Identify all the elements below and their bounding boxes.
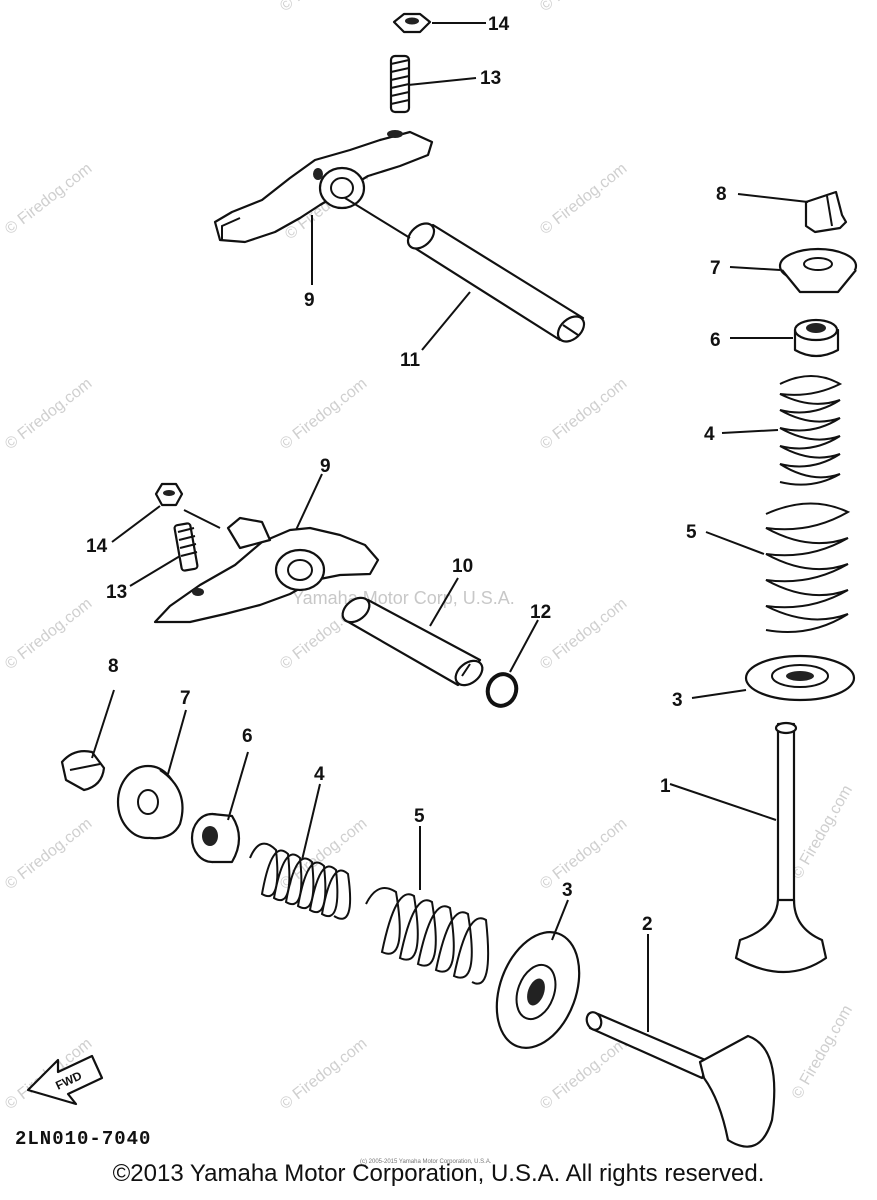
leader-line	[295, 473, 323, 531]
watermark-text: © Firedog.com	[537, 815, 630, 893]
callout-8-left: 8	[108, 656, 119, 677]
callout-1: 1	[660, 776, 671, 797]
watermark-text: © Firedog.com	[2, 160, 95, 238]
callout-4-right: 4	[704, 424, 715, 445]
lower-valve-stack	[60, 689, 776, 1148]
callout-3-right: 3	[672, 690, 683, 711]
center-watermark: Yamaha Motor Corp, U.S.A.	[292, 588, 515, 608]
outer-spring-left-icon	[365, 887, 490, 985]
callout-labels: 14 13 9 11 8 7 6 4 5 3 1 9 14 13 10 12 8…	[86, 14, 727, 935]
rocker-arm-lower-icon	[153, 516, 380, 624]
callout-13-lower: 13	[106, 582, 127, 603]
callout-6-right: 6	[710, 330, 721, 351]
nut-lower-icon	[154, 482, 184, 507]
callout-4-left: 4	[314, 764, 325, 785]
leader-line	[111, 505, 161, 543]
leader-line	[691, 689, 747, 699]
callout-9-upper: 9	[304, 290, 315, 311]
callout-8-right: 8	[716, 184, 727, 205]
rocker-shaft-upper-icon	[406, 222, 586, 343]
watermark-text: © Firedog.com	[537, 1035, 630, 1113]
callout-2: 2	[642, 914, 653, 935]
leader-line	[721, 429, 779, 434]
leader-line	[183, 509, 221, 529]
diagram-code: 2LN010-7040	[15, 1128, 152, 1150]
adjusting-screw-upper-icon	[389, 54, 411, 114]
nut-upper-icon	[392, 12, 432, 34]
spring-seat-right-icon	[744, 654, 856, 702]
spring-retainer-left-icon	[116, 764, 184, 840]
valve-cotter-right-icon	[804, 190, 848, 234]
leader-line	[737, 193, 809, 203]
valve-cotter-left-icon	[60, 750, 106, 792]
callout-13-upper: 13	[480, 68, 501, 89]
callout-11: 11	[400, 350, 421, 371]
right-valve-stack	[669, 190, 858, 973]
o-ring-icon	[485, 672, 519, 708]
leader-line	[669, 783, 777, 821]
adjusting-screw-lower-icon	[173, 522, 199, 572]
callout-12: 12	[530, 602, 551, 623]
leader-line	[91, 689, 115, 759]
leader-line	[301, 783, 321, 861]
rocker-arm-upper-icon	[213, 130, 434, 244]
watermark-text: © Firedog.com	[277, 1035, 370, 1113]
leader-line	[227, 751, 249, 821]
leader-line	[407, 77, 477, 86]
leader-line	[167, 709, 187, 775]
leader-line	[344, 197, 411, 239]
watermark-text: © Firedog.com	[537, 0, 630, 15]
callout-5-right: 5	[686, 522, 697, 543]
watermark-text: © Firedog.com	[2, 595, 95, 673]
watermark-text: © Firedog.com	[537, 375, 630, 453]
leader-line	[429, 577, 459, 627]
leader-line	[421, 291, 471, 351]
outer-spring-right-icon	[765, 502, 851, 633]
watermark-text: © Firedog.com	[277, 0, 370, 15]
watermark-text: © Firedog.com	[537, 160, 630, 238]
watermark-text: © Firedog.com	[277, 375, 370, 453]
inner-spring-left-icon	[249, 842, 352, 920]
leader-line	[705, 531, 765, 555]
callout-5-left: 5	[414, 806, 425, 827]
copyright-notice: ©2013 Yamaha Motor Corporation, U.S.A. A…	[112, 1160, 765, 1187]
inner-spring-right-icon	[779, 375, 843, 486]
fwd-arrow-icon: FWD	[26, 1054, 104, 1106]
callout-14-lower: 14	[86, 536, 108, 557]
upper-rocker-assembly	[213, 12, 586, 351]
leader-line	[509, 619, 539, 673]
valve-stem-seal-right-icon	[793, 318, 840, 358]
callout-7-left: 7	[180, 688, 191, 709]
leader-line	[551, 899, 569, 941]
callout-6-left: 6	[242, 726, 253, 747]
spring-seat-left-icon	[495, 931, 581, 1049]
spring-retainer-right-icon	[778, 247, 858, 294]
intake-valve-icon	[734, 721, 828, 973]
rocker-shaft-lower-icon	[341, 596, 484, 687]
watermark-layer: © Firedog.com © Firedog.com © Firedog.co…	[2, 0, 856, 1113]
callout-10: 10	[452, 556, 473, 577]
callout-9-lower: 9	[320, 456, 331, 477]
callout-7-right: 7	[710, 258, 721, 279]
watermark-text: © Firedog.com	[789, 1002, 856, 1102]
exhaust-valve-icon	[585, 1011, 776, 1148]
watermark-text: © Firedog.com	[2, 815, 95, 893]
valve-stem-seal-left-icon	[190, 812, 241, 864]
callout-3-left: 3	[562, 880, 573, 901]
watermark-text: © Firedog.com	[2, 375, 95, 453]
watermark-text: © Firedog.com	[789, 782, 856, 882]
callout-14-upper: 14	[488, 14, 510, 35]
leader-line	[729, 266, 781, 271]
leader-line	[129, 555, 181, 587]
fine-print: (c) 2005-2015 Yamaha Motor Corporation, …	[360, 1159, 492, 1165]
lower-rocker-assembly	[111, 473, 539, 708]
